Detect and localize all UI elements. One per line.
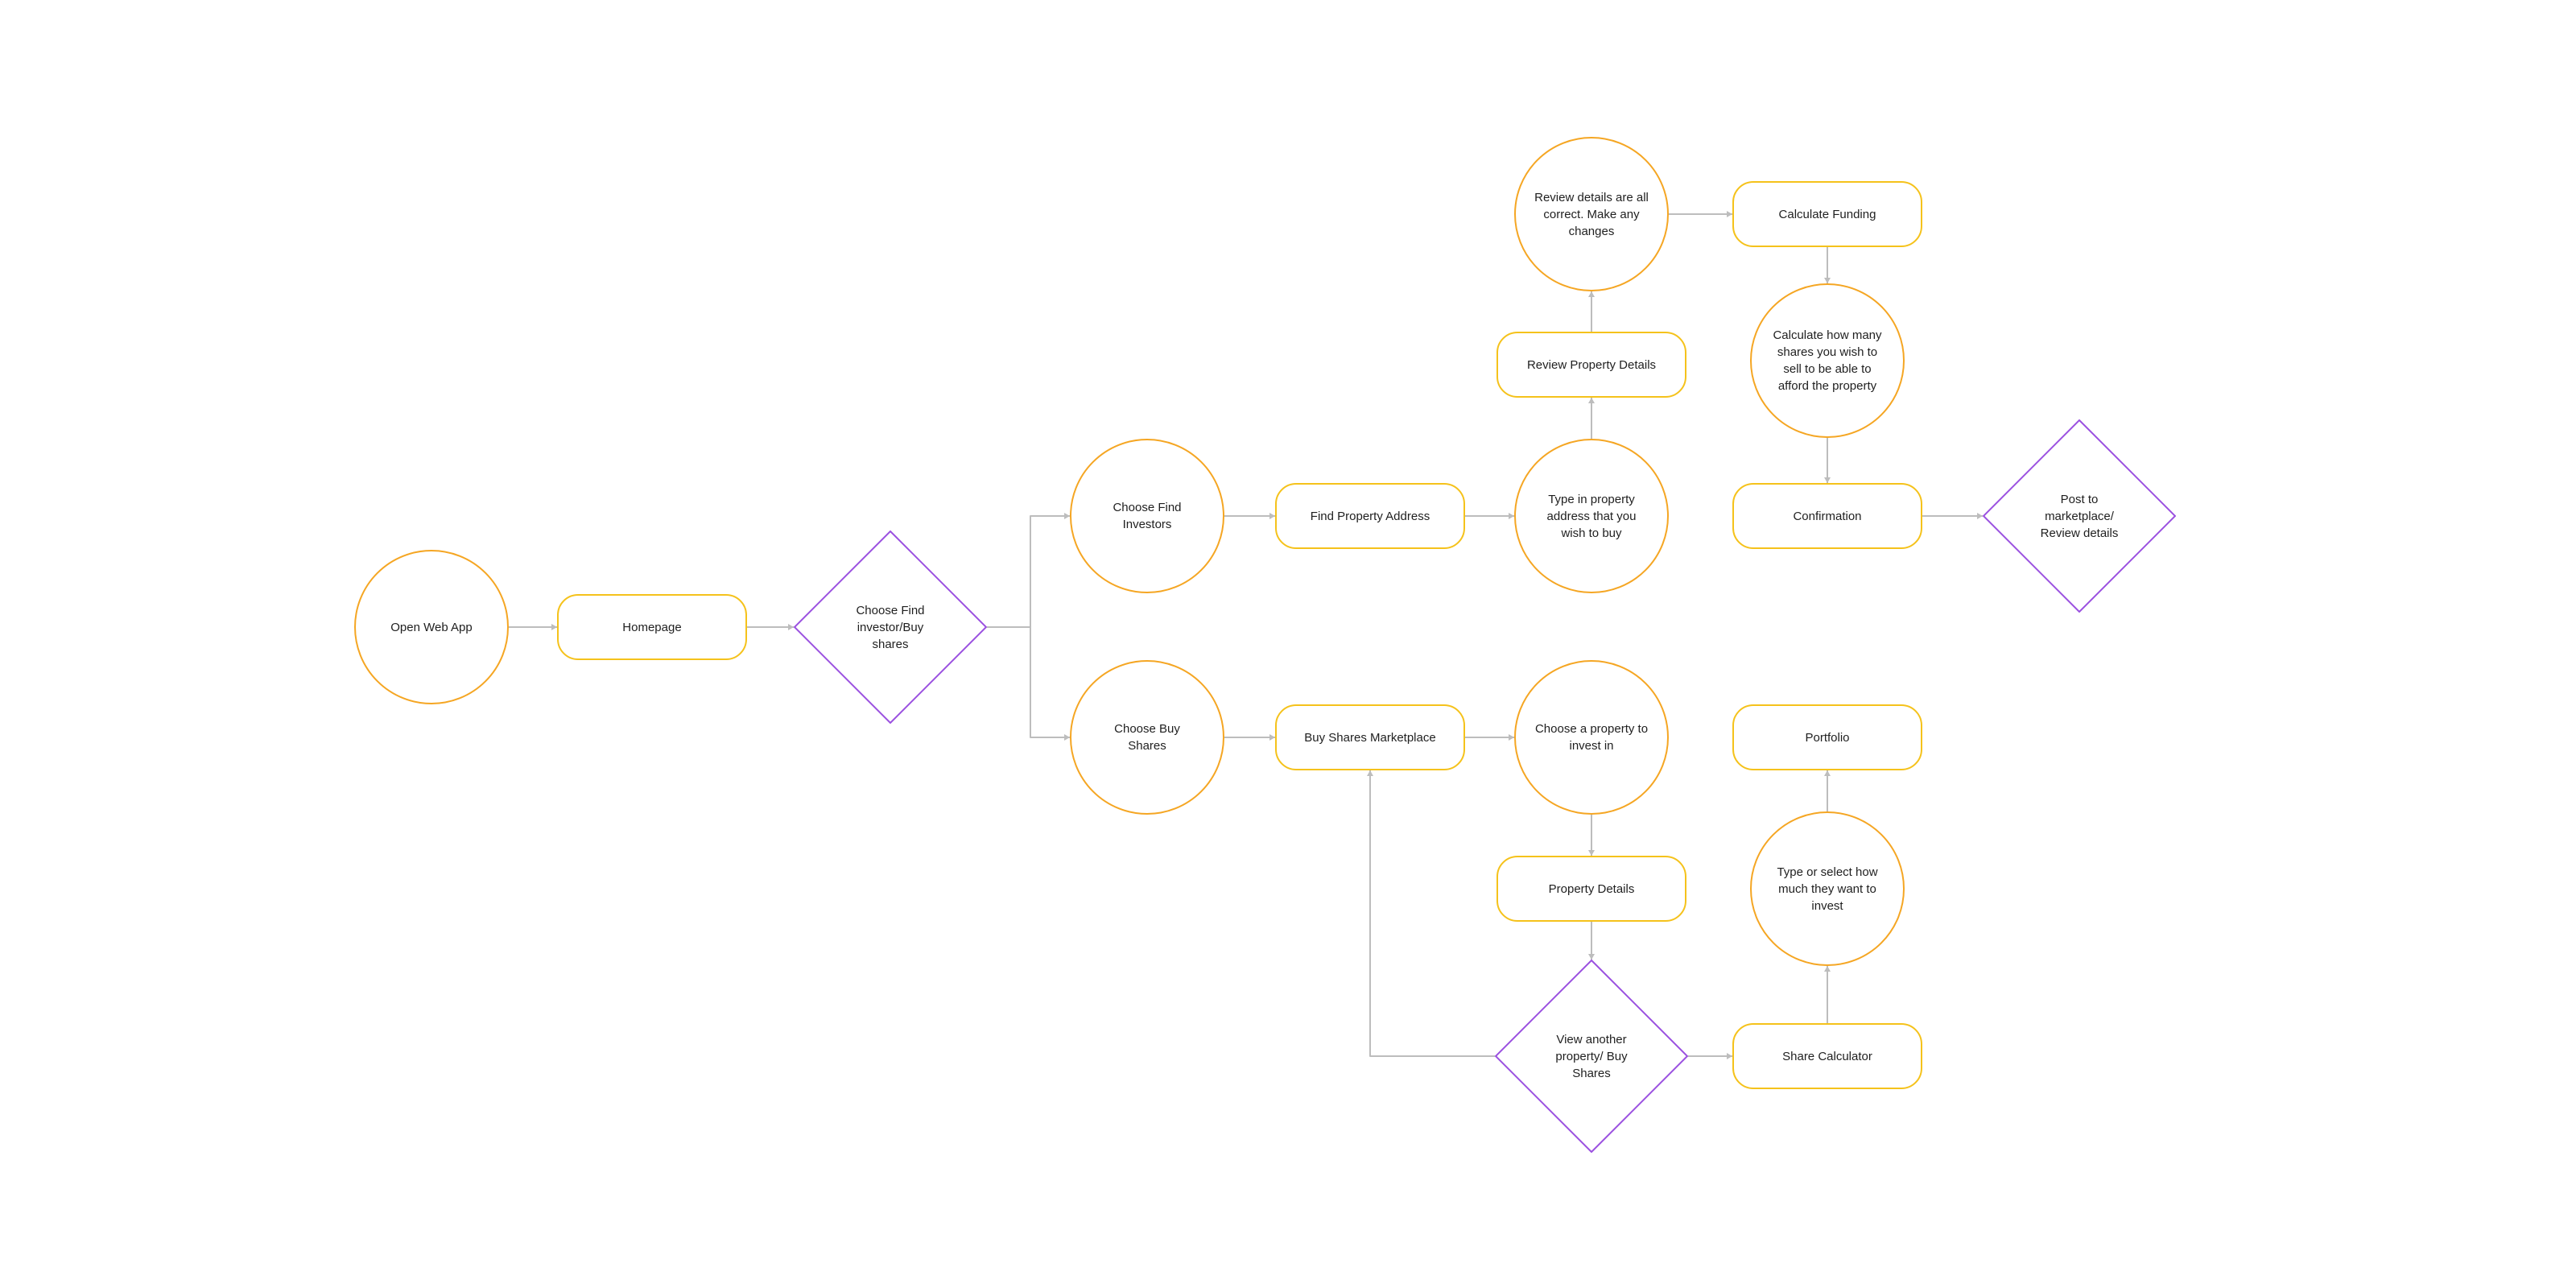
node-homepage: Homepage — [557, 594, 747, 660]
node-review-property-details: Review Property Details — [1496, 332, 1686, 398]
edge-arrowhead — [1588, 954, 1595, 960]
diamond-shape — [1983, 419, 2176, 613]
node-label: Type in property address that you wish t… — [1546, 492, 1637, 540]
node-label: Portfolio — [1805, 730, 1850, 745]
edge-arrowhead — [1824, 770, 1831, 776]
node-label: Find Property Address — [1310, 509, 1430, 523]
edge-arrowhead — [1509, 513, 1514, 519]
node-label: Buy Shares Marketplace — [1304, 730, 1436, 745]
edge-choose-find-or-buy-to-choose-find-investors — [987, 515, 1070, 628]
node-choose-find-investors: Choose Find Investors — [1070, 439, 1224, 593]
node-label: View another property/ Buy Shares — [1555, 1032, 1628, 1080]
node-calculate-shares: Calculate how many shares you wish to se… — [1750, 283, 1905, 438]
node-property-details: Property Details — [1496, 856, 1686, 922]
node-label: Property Details — [1548, 881, 1635, 896]
node-post-marketplace: Post to marketplace/ Review details — [1983, 419, 2176, 613]
edge-arrowhead — [1588, 398, 1595, 403]
node-calculate-funding: Calculate Funding — [1732, 181, 1922, 247]
node-type-or-select-amount: Type or select how much they want to inv… — [1750, 811, 1905, 966]
edge-arrowhead — [1824, 278, 1831, 283]
edge-choose-find-or-buy-to-choose-buy-shares — [987, 626, 1070, 738]
edge-view-another-or-buy-to-buy-shares-marketplace — [1369, 770, 1495, 1057]
node-type-property-address: Type in property address that you wish t… — [1514, 439, 1669, 593]
edge-arrowhead — [1269, 734, 1275, 741]
node-label: Type or select how much they want to inv… — [1777, 865, 1878, 913]
node-label: Choose Buy Shares — [1114, 722, 1180, 753]
edge-arrowhead — [1588, 850, 1595, 856]
edge-arrowhead — [1977, 513, 1983, 519]
node-view-another-or-buy: View another property/ Buy Shares — [1495, 960, 1688, 1153]
node-choose-buy-shares: Choose Buy Shares — [1070, 660, 1224, 815]
edge-arrowhead — [1824, 966, 1831, 972]
node-label: Share Calculator — [1782, 1049, 1872, 1063]
node-label: Choose Find investor/Buy shares — [856, 603, 925, 651]
edge-arrowhead — [551, 624, 557, 630]
node-choose-property: Choose a property to invest in — [1514, 660, 1669, 815]
node-portfolio: Portfolio — [1732, 704, 1922, 770]
node-label: Review details are all correct. Make any… — [1534, 190, 1649, 238]
edge-arrowhead — [1509, 734, 1514, 741]
node-label: Choose a property to invest in — [1534, 722, 1649, 753]
edge-arrowhead — [788, 624, 794, 630]
node-label: Homepage — [622, 620, 682, 634]
node-label: Calculate how many shares you wish to se… — [1773, 328, 1882, 393]
node-label: Choose Find Investors — [1113, 501, 1182, 531]
edge-arrowhead — [1824, 477, 1831, 483]
edge-arrowhead — [1269, 513, 1275, 519]
node-label: Post to marketplace/ Review details — [2040, 492, 2119, 540]
node-label: Calculate Funding — [1778, 207, 1876, 221]
edge-arrowhead — [1588, 291, 1595, 297]
node-label: Review Property Details — [1526, 357, 1657, 372]
node-find-property-address: Find Property Address — [1275, 483, 1465, 549]
node-review-details-correct: Review details are all correct. Make any… — [1514, 137, 1669, 291]
edge-arrowhead — [1727, 211, 1732, 217]
edge-arrowhead — [1064, 734, 1070, 741]
edge-arrowhead — [1367, 770, 1373, 776]
edge-arrowhead — [1064, 513, 1070, 519]
node-buy-shares-marketplace: Buy Shares Marketplace — [1275, 704, 1465, 770]
diamond-shape — [1495, 960, 1688, 1153]
node-label: Open Web App — [390, 620, 473, 634]
node-label: Confirmation — [1793, 509, 1862, 523]
node-share-calculator: Share Calculator — [1732, 1023, 1922, 1089]
node-open-web-app: Open Web App — [354, 550, 509, 704]
node-confirmation: Confirmation — [1732, 483, 1922, 549]
edge-arrowhead — [1727, 1053, 1732, 1059]
diamond-shape — [794, 530, 987, 724]
node-choose-find-or-buy: Choose Find investor/Buy shares — [794, 530, 987, 724]
